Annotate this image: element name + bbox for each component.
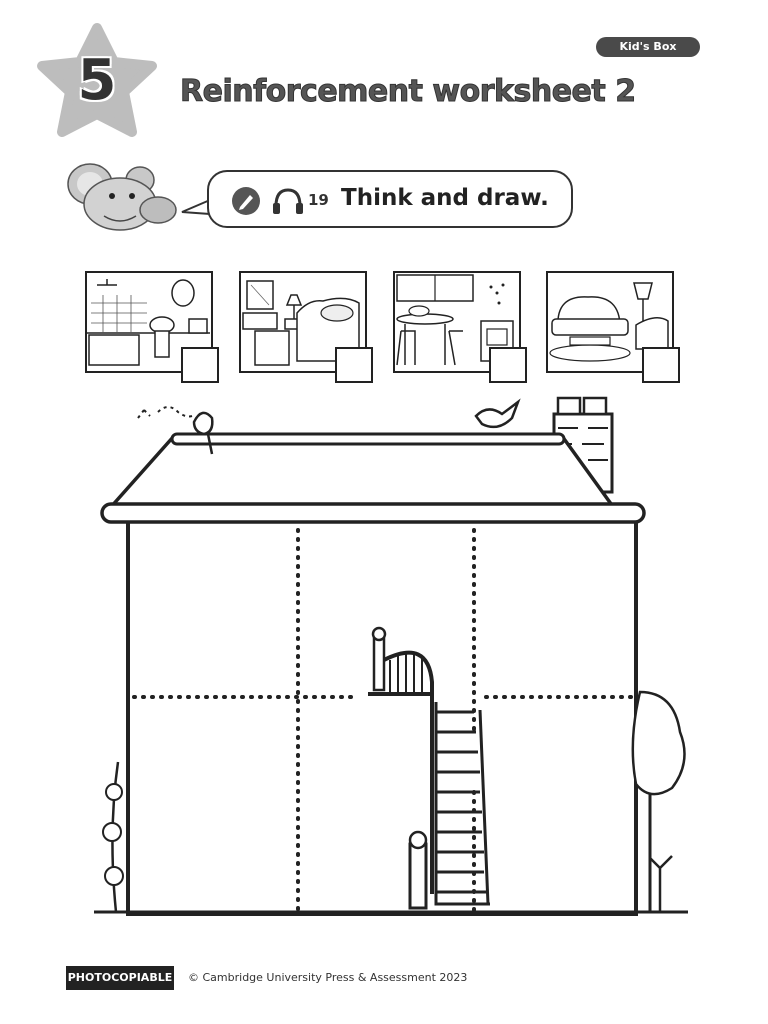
room-living-room bbox=[546, 271, 680, 383]
track-number: 19 bbox=[308, 191, 329, 209]
bubble-tail bbox=[181, 199, 211, 215]
pencil-icon bbox=[232, 187, 260, 215]
photocopiable-tag: PHOTOCOPIABLE bbox=[66, 966, 174, 990]
bathroom-icon bbox=[87, 279, 210, 366]
series-badge: Kid's Box Starter bbox=[596, 37, 700, 73]
instruction-text: Think and draw. bbox=[341, 185, 549, 211]
room-bathroom bbox=[85, 271, 219, 383]
copyright-text: © Cambridge University Press & Assessmen… bbox=[188, 971, 468, 984]
instruction-bubble: 19 Think and draw. bbox=[207, 170, 573, 228]
answer-box-bedroom[interactable] bbox=[335, 347, 373, 383]
room-kitchen bbox=[393, 271, 527, 383]
kitchen-icon bbox=[396, 274, 514, 366]
room-bedroom bbox=[239, 271, 373, 383]
answer-box-kitchen[interactable] bbox=[489, 347, 527, 383]
answer-box-living-room[interactable] bbox=[642, 347, 680, 383]
unit-star: 5 bbox=[34, 22, 160, 142]
mouse-mascot-icon bbox=[67, 163, 177, 231]
living-room-icon bbox=[549, 282, 669, 362]
star-icon bbox=[37, 23, 157, 137]
unit-number: 5 bbox=[77, 48, 117, 113]
page-title: Reinforcement worksheet 2 bbox=[180, 74, 637, 110]
bedroom-icon bbox=[242, 280, 360, 366]
house-drawing bbox=[94, 396, 688, 916]
headphones-icon bbox=[273, 188, 303, 214]
answer-box-bathroom[interactable] bbox=[181, 347, 219, 383]
